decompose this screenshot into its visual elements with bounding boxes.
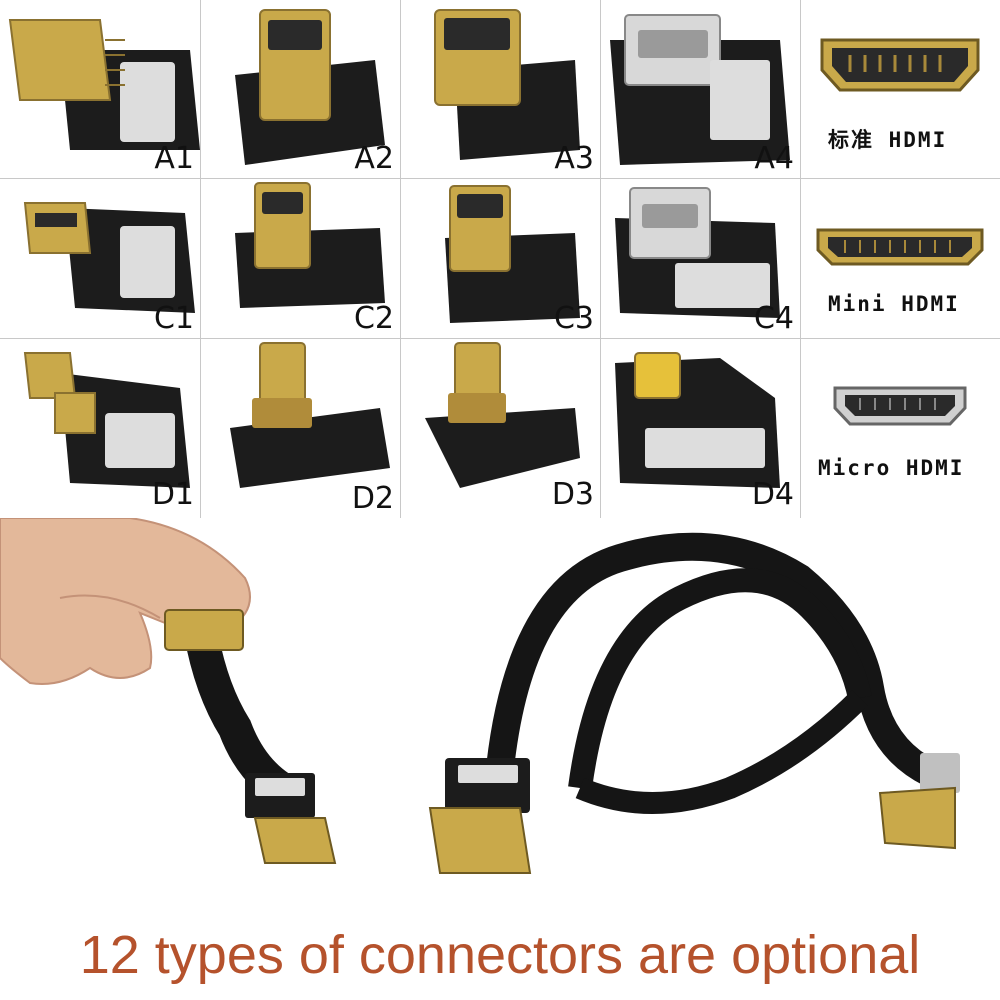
connector-code: C1 bbox=[153, 301, 194, 336]
connector-d1-image bbox=[23, 352, 190, 488]
connector-cell-d3: D3 bbox=[400, 338, 600, 518]
connector-c3-image bbox=[445, 185, 580, 323]
connector-cell-d1: D1 bbox=[0, 338, 200, 518]
connector-cell-a4: A4 bbox=[600, 0, 800, 178]
connector-a4-image bbox=[610, 14, 790, 165]
connector-code: D3 bbox=[551, 477, 594, 512]
connector-cell-c4: C4 bbox=[600, 178, 800, 338]
connector-cell-a2: A2 bbox=[200, 0, 400, 178]
connector-a3-image bbox=[434, 9, 580, 160]
standard-hdmi-label: 标准 HDMI bbox=[828, 128, 948, 152]
standard-hdmi-cell: 标准 HDMI bbox=[800, 0, 1000, 178]
hand-holding-cable-image bbox=[0, 517, 960, 874]
mini-hdmi-port-icon bbox=[816, 228, 984, 266]
micro-hdmi-cell: Micro HDMI bbox=[800, 338, 1000, 518]
connector-code: D2 bbox=[351, 481, 394, 516]
micro-hdmi-port-icon bbox=[833, 386, 967, 426]
connector-code: D1 bbox=[151, 477, 194, 512]
connector-d4-image bbox=[615, 352, 780, 488]
connector-grid: A1 A2 A3 A4 标准 HDMI bbox=[0, 0, 1000, 519]
connector-cell-c2: C2 bbox=[200, 178, 400, 338]
connector-code: A4 bbox=[754, 141, 794, 176]
standard-hdmi-port-icon bbox=[820, 38, 980, 92]
connector-code: C3 bbox=[553, 301, 594, 336]
connector-code: A2 bbox=[354, 141, 394, 176]
connector-d2-image bbox=[230, 342, 390, 488]
connector-cell-c3: C3 bbox=[400, 178, 600, 338]
connector-code: A3 bbox=[554, 141, 594, 176]
product-photo bbox=[0, 517, 1000, 910]
connector-code: C4 bbox=[753, 301, 794, 336]
connector-code: A1 bbox=[154, 141, 194, 176]
connector-cell-a1: A1 bbox=[0, 0, 200, 178]
connector-code: C2 bbox=[353, 301, 394, 336]
connector-a1-image bbox=[8, 19, 200, 150]
mini-hdmi-label: Mini HDMI bbox=[828, 292, 960, 316]
connector-c1-image bbox=[23, 202, 195, 313]
connector-code: D4 bbox=[751, 477, 794, 512]
connector-cell-a3: A3 bbox=[400, 0, 600, 178]
caption-text: 12 types of connectors are optional bbox=[79, 925, 921, 985]
mini-hdmi-cell: Mini HDMI bbox=[800, 178, 1000, 338]
connector-c4-image bbox=[615, 187, 780, 318]
connector-cell-c1: C1 bbox=[0, 178, 200, 338]
connector-c2-image bbox=[235, 182, 385, 308]
connector-cell-d2: D2 bbox=[200, 338, 400, 518]
connector-d3-image bbox=[425, 342, 580, 488]
connector-cell-d4: D4 bbox=[600, 338, 800, 518]
connector-a2-image bbox=[235, 9, 385, 165]
micro-hdmi-label: Micro HDMI bbox=[818, 456, 965, 480]
